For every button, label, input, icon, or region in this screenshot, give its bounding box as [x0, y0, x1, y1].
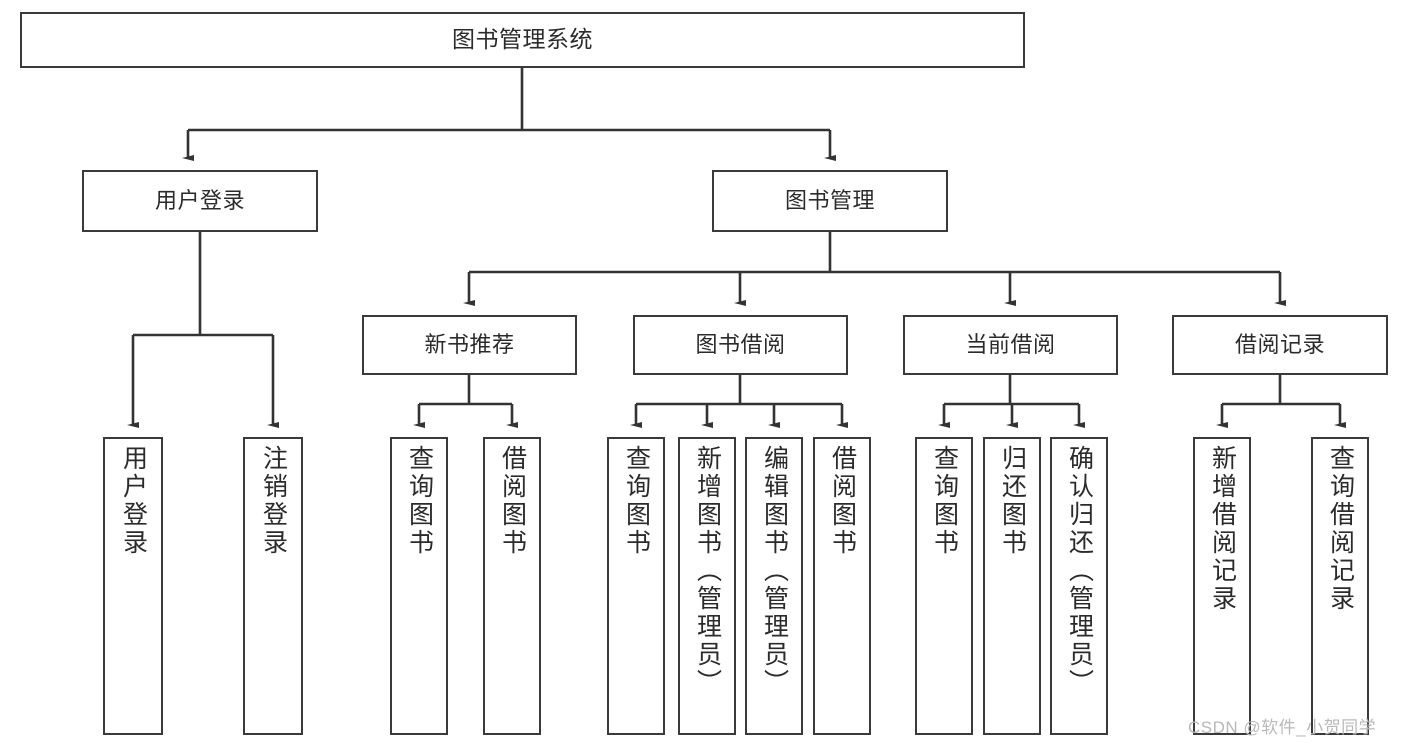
- leaf-edit-book-admin[interactable]: 编辑图书（管理员）: [745, 437, 803, 735]
- leaf-query-book-recommend[interactable]: 查询图书: [390, 437, 448, 735]
- node-label: 用户登录: [119, 445, 148, 557]
- node-label: 归还图书: [998, 445, 1027, 557]
- node-label: 图书管理: [784, 188, 875, 214]
- node-label: 编辑图书（管理员）: [760, 445, 789, 697]
- node-label: 新书推荐: [424, 332, 515, 358]
- leaf-logout[interactable]: 注销登录: [243, 437, 303, 735]
- node-label: 注销登录: [259, 445, 288, 557]
- node-book-management[interactable]: 图书管理: [712, 170, 948, 232]
- node-label: 新增图书（管理员）: [693, 445, 722, 697]
- leaf-confirm-return-admin[interactable]: 确认归还（管理员）: [1050, 437, 1108, 735]
- node-label: 图书借阅: [695, 332, 786, 358]
- node-label: 查询借阅记录: [1326, 445, 1355, 613]
- leaf-query-borrow-record[interactable]: 查询借阅记录: [1311, 437, 1369, 735]
- leaf-user-login[interactable]: 用户登录: [103, 437, 163, 735]
- node-label: 确认归还（管理员）: [1065, 445, 1094, 697]
- node-label: 用户登录: [154, 188, 245, 214]
- node-label: 新增借阅记录: [1208, 445, 1237, 613]
- node-user-login[interactable]: 用户登录: [82, 170, 318, 232]
- leaf-query-book-current[interactable]: 查询图书: [915, 437, 973, 735]
- node-current-borrow[interactable]: 当前借阅: [903, 315, 1118, 375]
- node-root-book-management-system[interactable]: 图书管理系统: [20, 12, 1025, 68]
- leaf-borrow-book[interactable]: 借阅图书: [813, 437, 871, 735]
- leaf-add-book-admin[interactable]: 新增图书（管理员）: [678, 437, 736, 735]
- leaf-query-book-borrow[interactable]: 查询图书: [607, 437, 665, 735]
- node-label: 借阅记录: [1234, 332, 1325, 358]
- node-label: 借阅图书: [498, 445, 527, 557]
- node-new-book-recommend[interactable]: 新书推荐: [362, 315, 577, 375]
- leaf-borrow-book-recommend[interactable]: 借阅图书: [483, 437, 541, 735]
- node-label: 查询图书: [930, 445, 959, 557]
- node-label: 当前借阅: [965, 332, 1056, 358]
- node-label: 图书管理系统: [452, 26, 593, 53]
- node-label: 查询图书: [405, 445, 434, 557]
- watermark: CSDN @软件_小贺同学: [1188, 718, 1377, 737]
- leaf-return-book[interactable]: 归还图书: [983, 437, 1041, 735]
- leaf-add-borrow-record[interactable]: 新增借阅记录: [1193, 437, 1251, 735]
- node-label: 借阅图书: [828, 445, 857, 557]
- node-label: 查询图书: [622, 445, 651, 557]
- node-borrow-record[interactable]: 借阅记录: [1172, 315, 1388, 375]
- node-book-borrow[interactable]: 图书借阅: [633, 315, 848, 375]
